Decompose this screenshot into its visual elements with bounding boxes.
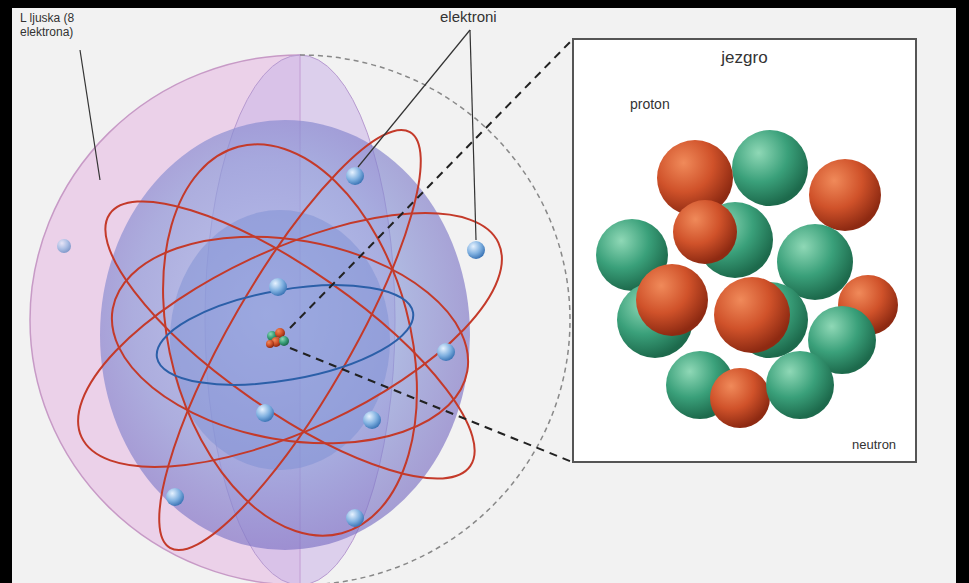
zoom-lines <box>290 40 572 462</box>
electron-orbits <box>44 102 537 578</box>
part-label: proton <box>630 96 670 112</box>
part-label: L ljuska (8 elektrona) <box>20 12 120 40</box>
inset-box: jezgro <box>572 38 917 463</box>
small-nucleus <box>266 328 289 348</box>
inner-core <box>170 210 390 470</box>
inner-orbit <box>149 268 421 402</box>
box-title: jezgro <box>574 40 915 68</box>
inset-ground <box>572 38 917 463</box>
part-label: elektroni <box>440 8 497 25</box>
nucleus-cluster <box>596 130 898 428</box>
electrons <box>57 167 485 527</box>
inner-shell <box>100 120 470 550</box>
part-label: neutron <box>852 438 896 453</box>
